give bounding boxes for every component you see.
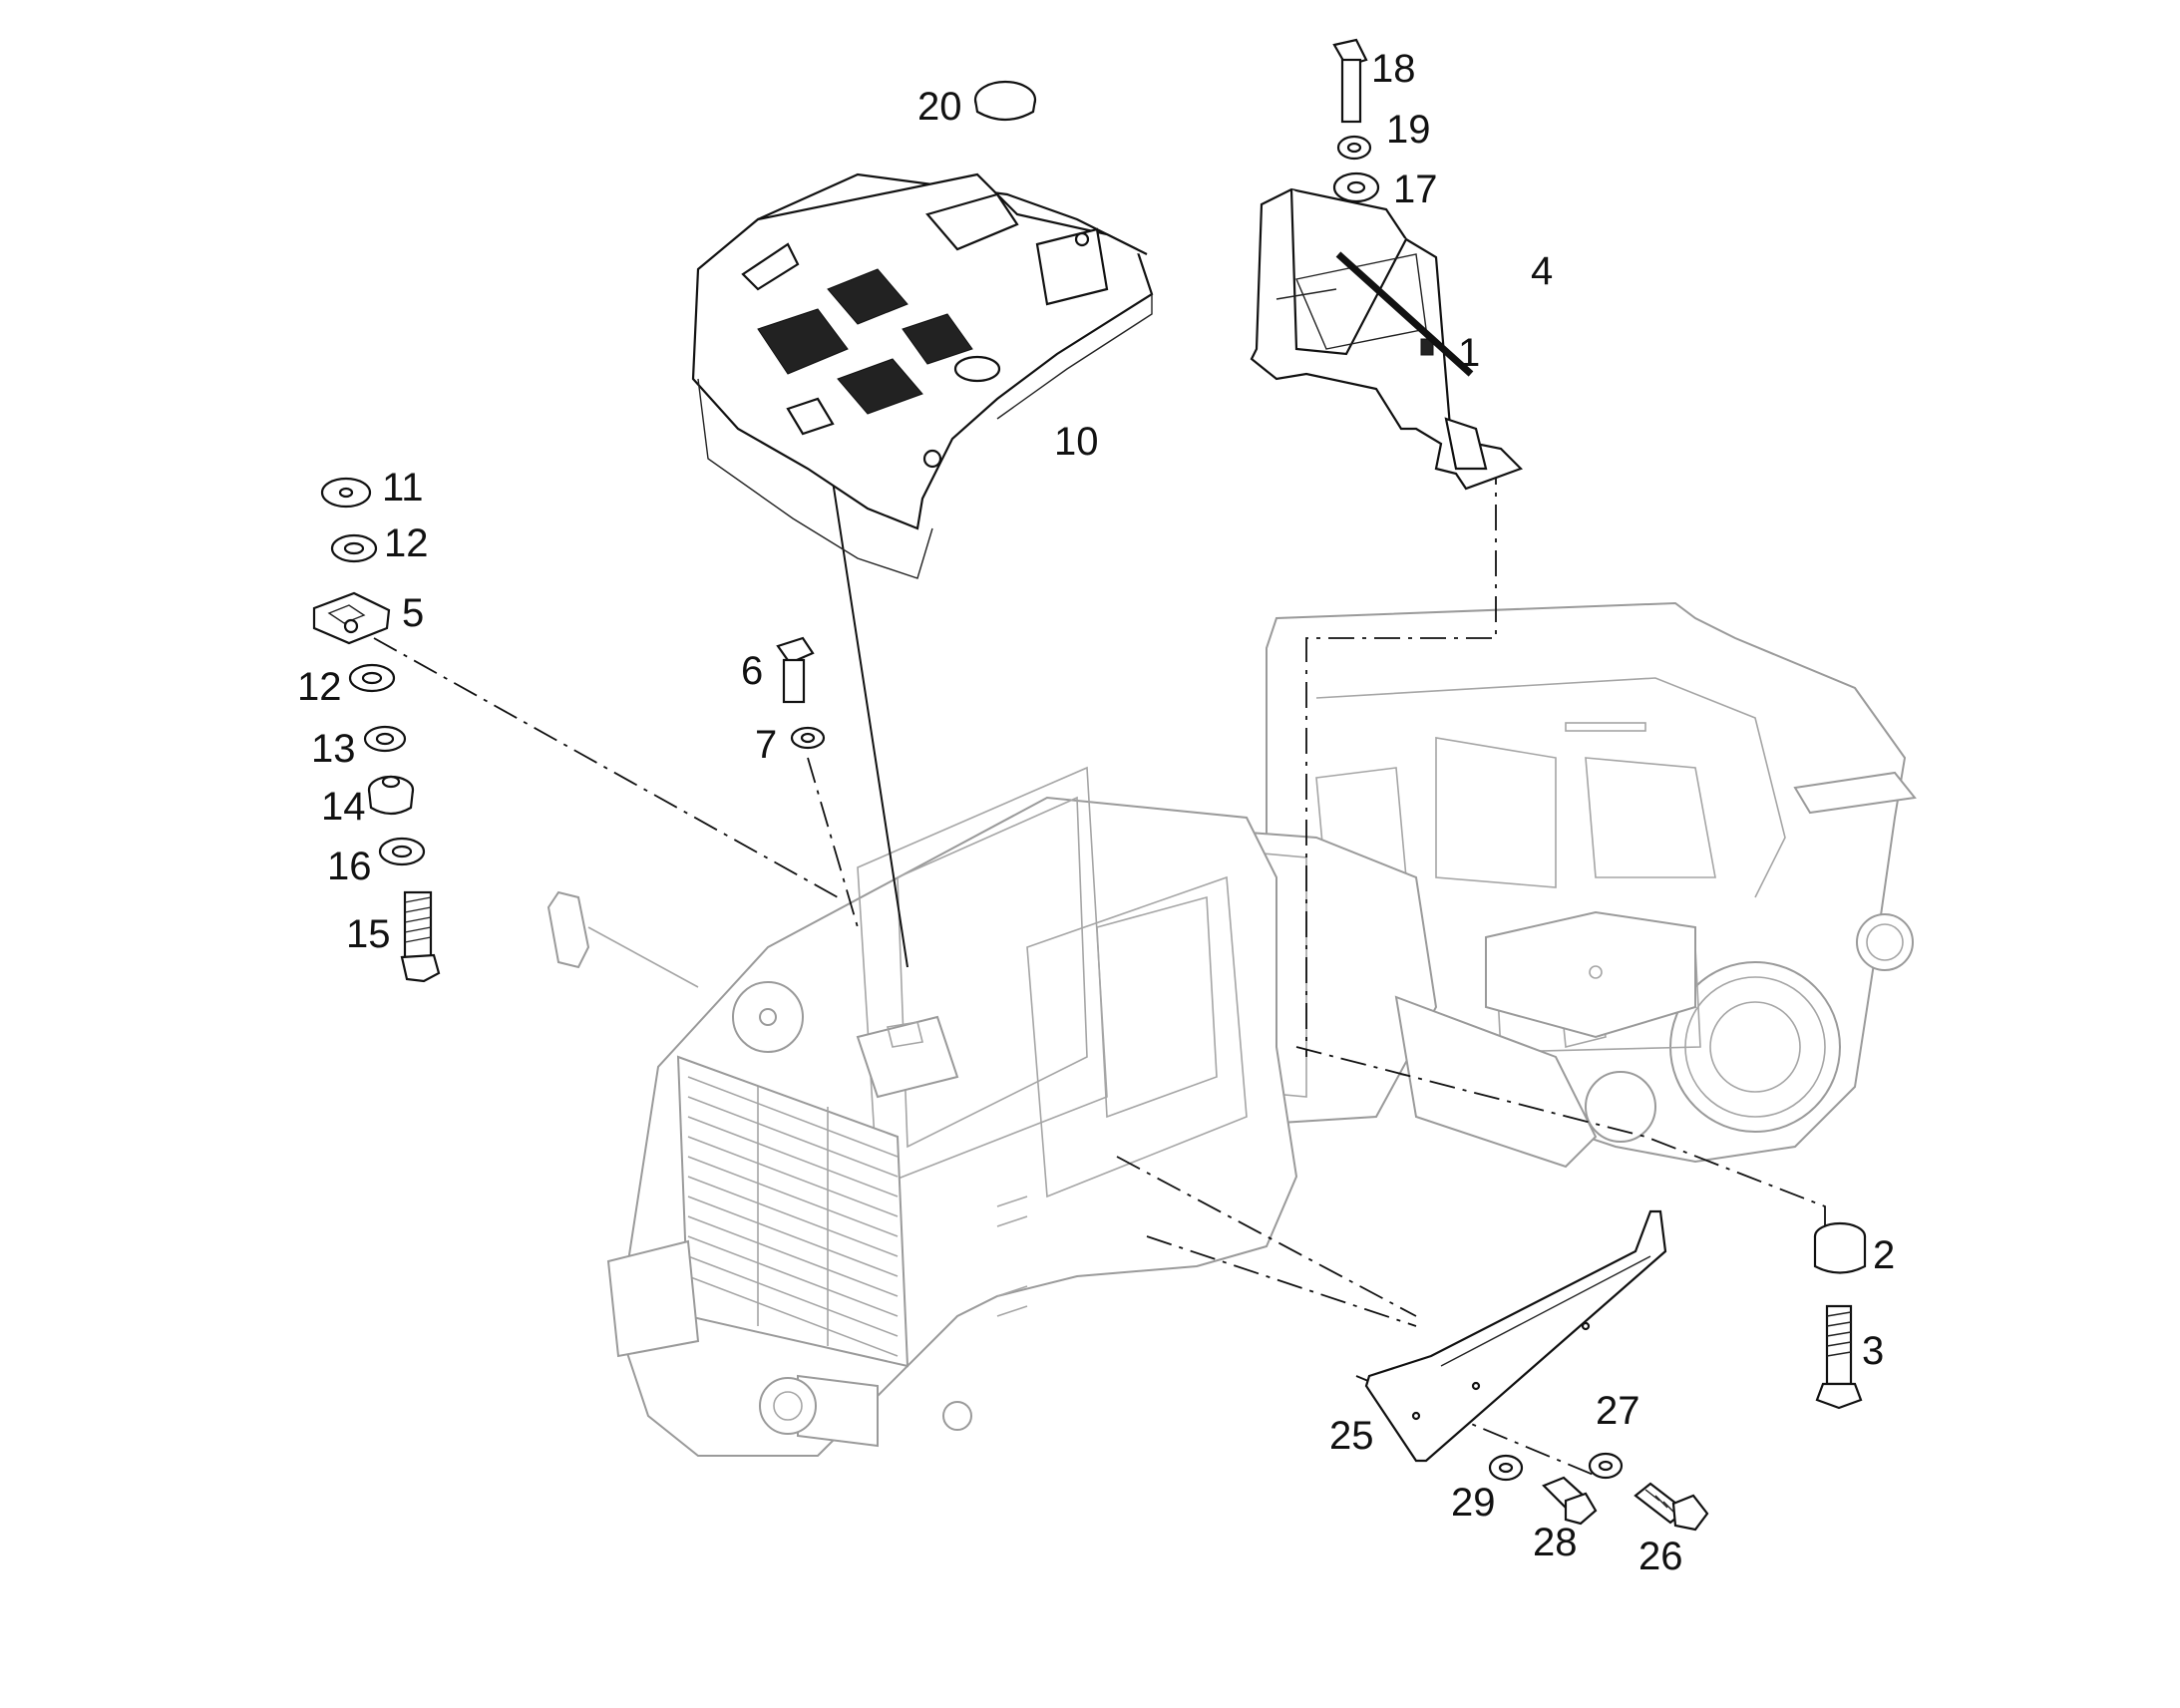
machine-frame xyxy=(546,601,1917,1457)
part-10-floor-plate xyxy=(691,172,1154,579)
part-27-washer xyxy=(1588,1452,1624,1480)
part-11-cap-washer xyxy=(320,477,372,509)
callout-2: 2 xyxy=(1873,1233,1895,1277)
callout-13: 13 xyxy=(311,727,356,771)
callout-14: 14 xyxy=(321,785,366,829)
callout-12-upper: 12 xyxy=(384,521,429,565)
part-4-strip xyxy=(1335,251,1474,377)
callout-20: 20 xyxy=(917,85,962,129)
callout-28: 28 xyxy=(1533,1521,1578,1564)
callout-5: 5 xyxy=(402,591,424,635)
callout-17: 17 xyxy=(1393,168,1438,211)
callout-15: 15 xyxy=(346,912,391,956)
callout-19: 19 xyxy=(1386,108,1431,152)
part-19-washer xyxy=(1336,135,1372,161)
part-12-washer-lower xyxy=(348,663,396,693)
callout-12-lower: 12 xyxy=(297,665,342,709)
part-18-bolt xyxy=(1332,38,1368,124)
callout-labels: 20 18 19 17 4 1 10 11 12 5 12 13 14 16 1… xyxy=(297,47,1895,1578)
callout-7: 7 xyxy=(755,723,777,767)
callout-18: 18 xyxy=(1371,47,1416,91)
part-7-washer xyxy=(790,726,826,750)
part-28-bolt xyxy=(1542,1476,1598,1526)
callout-25: 25 xyxy=(1329,1414,1374,1458)
callout-6: 6 xyxy=(741,649,763,693)
callout-10: 10 xyxy=(1054,420,1099,464)
part-13-washer xyxy=(363,725,407,753)
part-14-bushing xyxy=(367,775,415,816)
leader-lines xyxy=(373,448,1826,1477)
part-26-bolt xyxy=(1634,1482,1709,1532)
part-2-spacer xyxy=(1813,1221,1867,1274)
part-1-bracket xyxy=(1250,187,1523,491)
part-12-washer-upper xyxy=(330,533,378,563)
callout-26: 26 xyxy=(1638,1535,1683,1578)
callout-3: 3 xyxy=(1862,1329,1884,1373)
part-25-cover-plate xyxy=(1364,1209,1667,1463)
part-6-bolt xyxy=(776,636,815,704)
part-3-bolt xyxy=(1815,1304,1863,1410)
callout-27: 27 xyxy=(1596,1389,1640,1433)
part-5-plate xyxy=(312,591,391,645)
part-17-washer xyxy=(1332,171,1380,203)
part-29-washer xyxy=(1488,1454,1524,1482)
callout-1: 1 xyxy=(1458,331,1480,375)
part-16-washer xyxy=(378,837,426,866)
part-15-bolt xyxy=(400,890,441,983)
callout-29: 29 xyxy=(1451,1481,1496,1525)
callout-4: 4 xyxy=(1531,249,1553,293)
callout-11: 11 xyxy=(382,466,424,510)
callout-16: 16 xyxy=(327,845,372,888)
part-20-cap xyxy=(973,80,1037,122)
